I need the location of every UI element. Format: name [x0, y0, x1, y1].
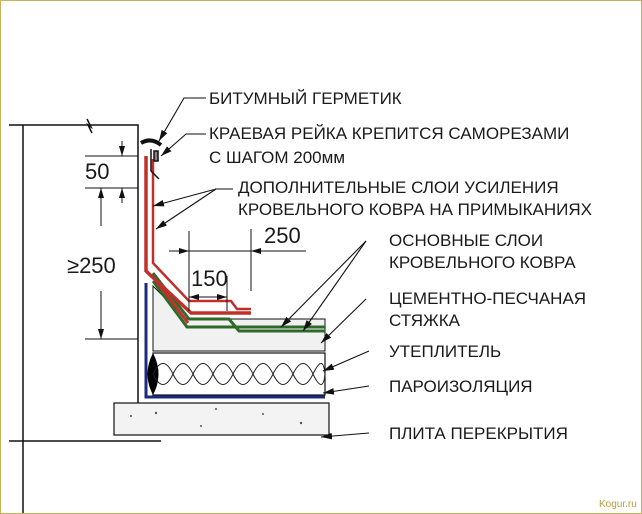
- label-main-layers-1: ОСНОВНЫЕ СЛОИ: [389, 231, 543, 250]
- insulation: [147, 352, 326, 396]
- leader-lines: [152, 97, 370, 440]
- label-edge-rail-1: КРАЕВАЯ РЕЙКА КРЕПИТСЯ САМОРЕЗАМИ: [209, 124, 569, 143]
- dim-min-250: ≥250: [67, 253, 116, 278]
- label-sealant: БИТУМНЫЙ ГЕРМЕТИК: [209, 89, 402, 108]
- dim-150: 150: [191, 266, 228, 291]
- dimension-lines: [85, 141, 306, 340]
- floor-slab: [113, 402, 330, 436]
- label-insulation: УТЕПЛИТЕЛЬ: [389, 342, 501, 361]
- label-screed-2: СТЯЖКА: [389, 311, 461, 330]
- label-vapor-barrier: ПАРОИЗОЛЯЦИЯ: [389, 377, 533, 396]
- callout-labels: БИТУМНЫЙ ГЕРМЕТИК КРАЕВАЯ РЕЙКА КРЕПИТСЯ…: [209, 89, 592, 443]
- dim-50: 50: [85, 159, 109, 184]
- label-main-layers-2: КРОВЕЛЬНОГО КОВРА: [389, 253, 576, 272]
- label-extra-layers-1: ДОПОЛНИТЕЛЬНЫЕ СЛОИ УСИЛЕНИЯ: [238, 178, 559, 197]
- label-edge-rail-2: С ШАГОМ 200мм: [209, 148, 345, 167]
- label-extra-layers-2: КРОВЕЛЬНОГО КОВРА НА ПРИМЫКАНИЯХ: [238, 200, 592, 219]
- label-slab: ПЛИТА ПЕРЕКРЫТИЯ: [389, 424, 568, 443]
- label-screed-1: ЦЕМЕНТНО-ПЕСЧАНАЯ: [389, 289, 586, 308]
- dim-250: 250: [264, 223, 301, 248]
- edge-rail: [139, 138, 163, 180]
- reinforcement-layers: [144, 156, 251, 315]
- vapor-barrier-line: [144, 283, 325, 399]
- cement-screed: [152, 284, 326, 352]
- dimension-labels: 50 ≥250 250 150: [67, 159, 301, 291]
- watermark: Kogur.ru: [599, 499, 637, 510]
- wall: [9, 118, 161, 513]
